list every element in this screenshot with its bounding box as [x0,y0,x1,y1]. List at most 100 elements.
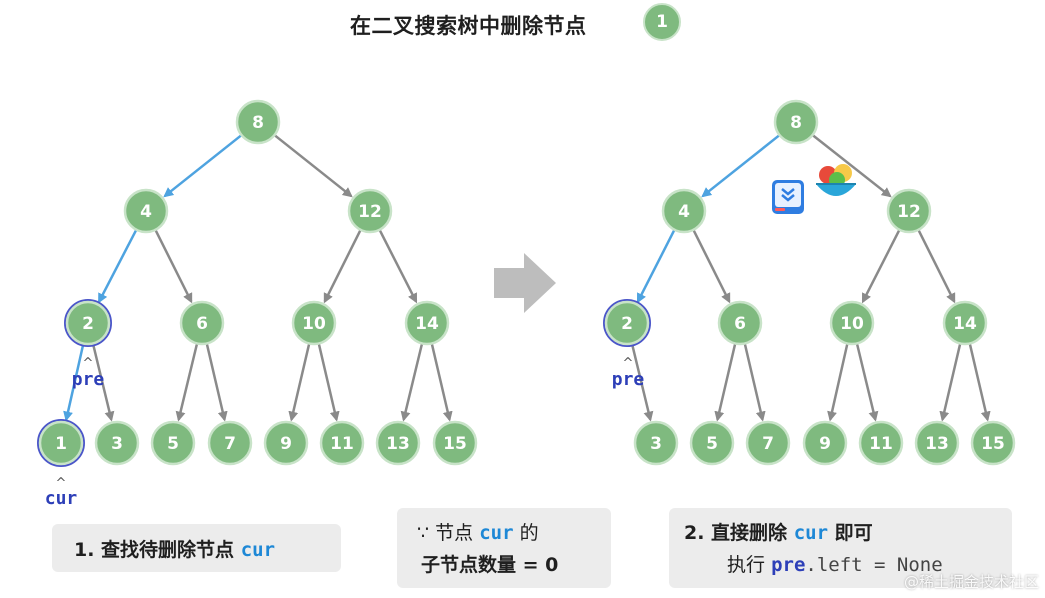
right-node-14: 14 [942,300,988,346]
left-pre-pointer: ^pre [72,356,105,390]
left-node-label-10: 10 [302,314,326,334]
book-icon [770,178,806,216]
left-node-label-12: 12 [358,202,382,222]
left-edge-6-5 [175,344,199,422]
right-node-label-8: 8 [790,113,802,133]
right-node-label-14: 14 [953,314,977,334]
right-node-label-12: 12 [897,202,921,222]
left-node-4: 4 [123,188,169,234]
left-node-9: 9 [263,420,309,466]
right-node-label-6: 6 [734,314,746,334]
right-node-3: 3 [633,420,679,466]
step2-line1-prefix: 2. 直接删除 [684,522,788,544]
right-edge-12-14 [917,230,956,304]
right-edge-10-11 [855,344,879,422]
left-node-11: 11 [319,420,365,466]
salad-bowl-icon [813,162,859,206]
left-node-1: 1 [37,419,85,467]
left-node-14: 14 [404,300,450,346]
right-node-label-13: 13 [925,434,949,454]
right-node-6: 6 [717,300,763,346]
left-cur-pointer: ^cur [45,476,78,509]
reason-line1-prefix: ∵ 节点 [417,522,474,544]
right-node-7: 7 [745,420,791,466]
left-node-label-15: 15 [443,434,467,454]
right-node-10: 10 [829,300,875,346]
step-badge: 1 [643,3,681,41]
step2-line1-suffix: 即可 [834,522,873,544]
left-pre-pointer-label: pre [72,369,105,390]
left-edge-2-3 [91,344,115,422]
left-edge-14-13 [400,344,424,422]
step2-line2-suffix: .left = None [805,554,943,576]
left-edge-8-12 [274,134,353,198]
left-node-15: 15 [432,420,478,466]
reason-box: ∵ 节点 cur 的 子节点数量 = 0 [397,508,611,588]
left-node-7: 7 [207,420,253,466]
right-edge-6-7 [743,344,766,422]
left-node-2: 2 [64,299,112,347]
left-edge-4-2 [97,229,137,304]
right-edge-4-6 [692,230,731,304]
left-node-label-1: 1 [55,434,67,454]
right-edge-14-15 [968,344,991,422]
right-node-label-4: 4 [678,202,690,222]
right-node-5: 5 [689,420,735,466]
left-cur-pointer-label: cur [45,488,78,509]
step2-line2-code: pre [771,554,806,576]
left-cur-pointer-caret-icon: ^ [56,476,67,491]
left-edge-12-10 [323,230,362,304]
right-edge-12-10 [861,230,901,304]
right-edge-10-9 [827,344,849,422]
left-node-label-7: 7 [224,434,236,454]
left-node-6: 6 [179,300,225,346]
left-edge-6-7 [205,344,228,422]
left-node-label-6: 6 [196,314,208,334]
step1-code: cur [240,539,276,561]
right-node-15: 15 [970,420,1016,466]
right-edge-14-13 [939,344,962,422]
right-node-8: 8 [773,99,819,145]
left-node-label-4: 4 [140,202,152,222]
left-node-label-5: 5 [167,434,179,454]
right-node-label-9: 9 [819,434,831,454]
diagram-title: 在二叉搜索树中删除节点 [350,14,587,38]
right-node-13: 13 [914,420,960,466]
left-node-10: 10 [291,300,337,346]
left-edge-4-6 [154,230,193,304]
left-node-12: 12 [347,188,393,234]
right-node-4: 4 [661,188,707,234]
left-edge-12-14 [378,230,418,304]
left-pre-pointer-caret-icon: ^ [83,356,94,371]
right-edge-4-2 [636,230,676,304]
left-node-label-9: 9 [280,434,292,454]
right-node-2: 2 [603,299,651,347]
right-edge-8-12 [812,134,892,198]
reason-line1-code: cur [479,522,514,544]
step2-box: 2. 直接删除 cur 即可 执行 pre.left = None [669,508,1012,588]
left-node-5: 5 [150,420,196,466]
left-edge-14-15 [430,344,453,422]
left-edge-8-4 [163,134,242,198]
right-pre-pointer-caret-icon: ^ [623,356,634,371]
reason-line2: 子节点数量 = 0 [421,554,559,576]
right-edge-8-4 [701,134,780,198]
right-edge-6-5 [714,344,737,422]
left-node-label-11: 11 [330,434,354,454]
step1-text: 1. 查找待删除节点 [74,539,235,561]
left-node-13: 13 [375,420,421,466]
right-node-label-11: 11 [869,434,893,454]
reason-line1-suffix: 的 [519,522,539,544]
right-pre-pointer-label: pre [612,369,645,390]
right-node-label-5: 5 [706,434,718,454]
left-edge-10-9 [288,344,311,422]
step1-box: 1. 查找待删除节点 cur [52,524,341,572]
left-edge-10-11 [317,344,340,422]
step2-line2-prefix: 执行 [727,554,766,576]
left-node-3: 3 [94,420,140,466]
right-node-11: 11 [858,420,904,466]
left-node-label-13: 13 [386,434,410,454]
step2-line1-code: cur [793,522,829,544]
